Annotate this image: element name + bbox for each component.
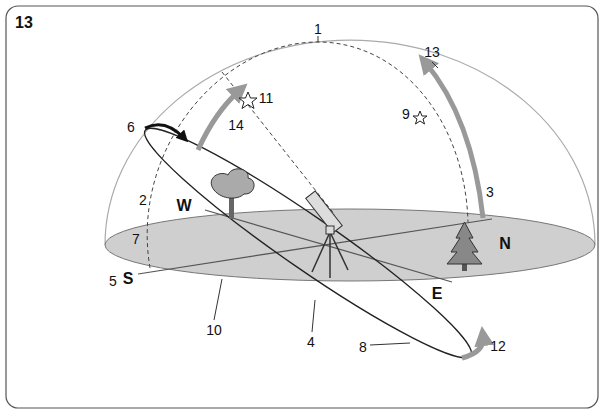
frame [6,6,598,408]
callout-number: 13 [424,45,440,59]
compass-letter: S [123,271,134,287]
callout-number: 5 [109,274,117,288]
horizon-plane [105,209,595,281]
compass-letter: W [176,198,191,214]
meridian-line [138,219,492,274]
compass-letter: N [499,236,511,252]
callout-number: 6 [127,120,135,134]
star [413,111,427,124]
meridian-circle [147,42,468,268]
star [239,92,257,109]
motion-arrow [425,62,483,218]
callout-number: 12 [490,339,506,353]
callout-number: 10 [206,323,222,337]
compass-letter: E [432,286,443,302]
pine-tree [447,222,482,271]
motion-arrow [145,125,184,138]
leader-line [214,36,438,345]
callout-number: 14 [228,118,244,132]
callout-number: 4 [307,335,315,349]
callout-number: 2 [139,193,147,207]
figure-number: 13 [15,15,33,31]
callout-number: 9 [402,107,410,121]
callout-number: 8 [359,340,367,354]
callout-number: 1 [314,22,322,36]
tree [211,169,254,219]
callout-number: 11 [259,91,274,105]
callout-number: 7 [132,232,140,246]
telescope [306,191,348,278]
callout-number: 3 [486,185,494,199]
motion-arrow [462,336,483,358]
celestial-equator [130,109,485,377]
